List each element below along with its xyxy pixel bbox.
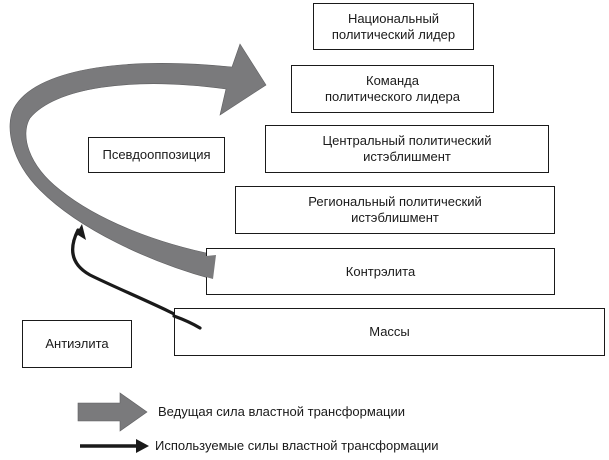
anti-elite-label: Антиэлита	[45, 336, 109, 351]
level-counter-elite: Контрэлита	[206, 248, 555, 295]
pseudo-opposition-box: Псевдооппозиция	[88, 137, 225, 173]
level-national-leader: Национальный политический лидер	[313, 3, 474, 50]
level-national-leader-label: Национальный политический лидер	[331, 10, 456, 42]
level-masses: Массы	[174, 308, 605, 356]
pseudo-opposition-label: Псевдооппозиция	[102, 147, 211, 162]
anti-elite-box: Антиэлита	[22, 320, 132, 368]
leading-force-curved-arrow	[9, 43, 267, 280]
level-central-establishment: Центральный политический истэблишмент	[265, 125, 549, 173]
black-line-arrow-icon	[136, 439, 149, 453]
level-regional-establishment: Региональный политический истэблишмент	[235, 186, 555, 234]
level-counter-elite-label: Контрэлита	[345, 263, 416, 279]
level-leader-team-label: Команда политического лидера	[324, 73, 461, 104]
legend-leading-force-label: Ведущая сила властной трансформации	[158, 404, 406, 419]
gray-block-arrow-icon	[77, 392, 148, 432]
used-force-arrow-tail	[172, 314, 202, 330]
level-masses-label: Массы	[369, 324, 410, 339]
level-leader-team: Команда политического лидера	[291, 65, 494, 113]
used-force-arrowhead	[72, 224, 86, 241]
level-central-establishment-label: Центральный политический истэблишмент	[322, 133, 492, 164]
level-regional-establishment-label: Региональный политический истэблишмент	[308, 194, 482, 225]
leading-force-arrow-tail	[206, 255, 216, 279]
legend-used-forces-label: Используемые силы властной трансформации	[155, 438, 439, 453]
